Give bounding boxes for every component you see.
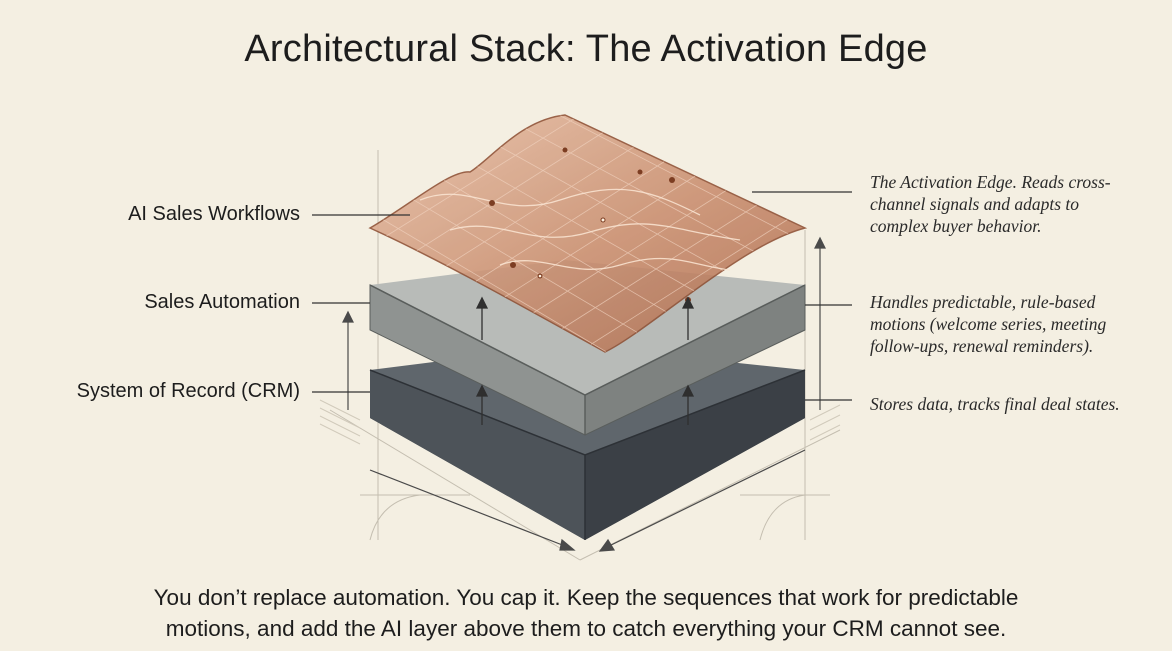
layer-label-sales-automation: Sales Automation [144, 291, 300, 313]
dimension-arrows [342, 236, 826, 552]
ai-workflows-layer [368, 114, 808, 353]
layer-label-crm: System of Record (CRM) [76, 380, 300, 402]
note-sales-automation: Handles predictable, rule-based motions … [870, 292, 1107, 356]
note-ai-workflows: The Activation Edge. Reads cross-channel… [870, 172, 1111, 236]
footer-line-1: You don’t replace automation. You cap it… [153, 585, 1019, 610]
layer-label-ai-workflows: AI Sales Workflows [128, 203, 300, 225]
leader-lines [312, 191, 852, 401]
note-crm: Stores data, tracks final deal states. [870, 394, 1120, 414]
footer-line-2: motions, and add the AI layer above them… [165, 616, 1007, 641]
page-title: Architectural Stack: The Activation Edge [244, 28, 928, 70]
footer-caption: You don’t replace automation. You cap it… [0, 582, 1172, 644]
layer-arrows [475, 296, 695, 425]
